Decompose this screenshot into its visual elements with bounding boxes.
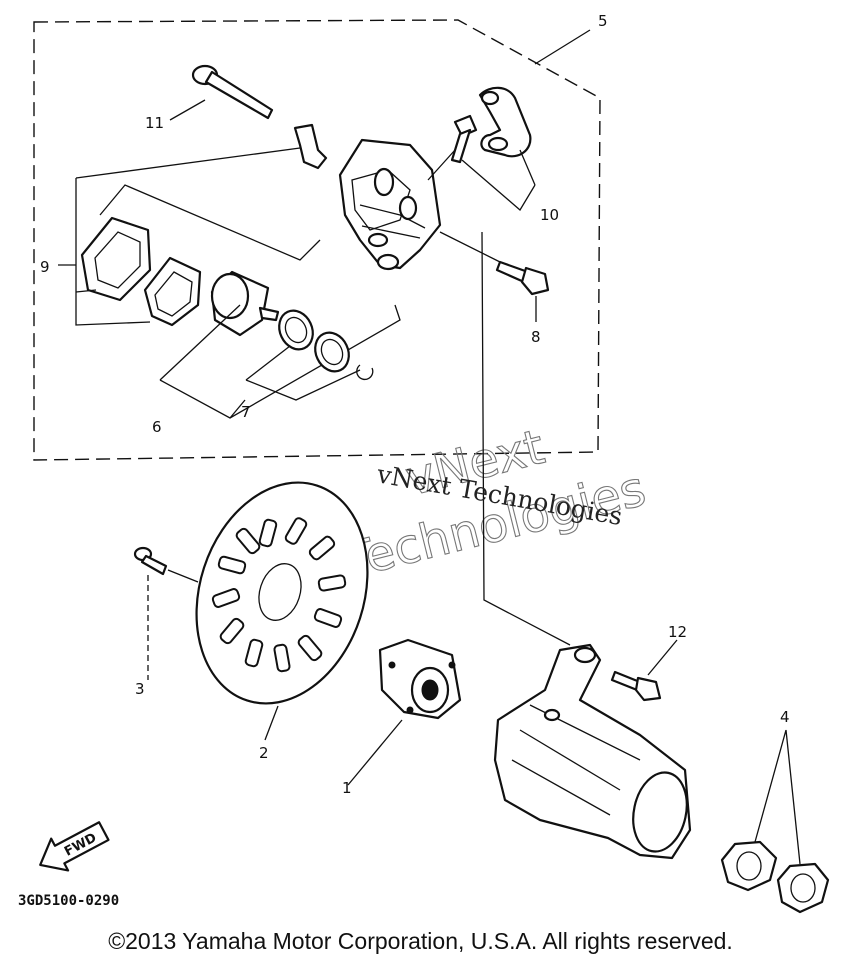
copyright-notice: ©2013 Yamaha Motor Corporation, U.S.A. A… xyxy=(108,928,733,954)
part-10-bracket xyxy=(450,86,532,164)
callout-6: 6 xyxy=(152,418,162,436)
callout-5: 5 xyxy=(598,12,608,30)
callout-12: 12 xyxy=(668,623,687,641)
part-7-seals xyxy=(278,309,374,381)
part-2-disc-rotor xyxy=(195,481,369,705)
part-9-brake-pads xyxy=(80,216,202,327)
assembly-boundary xyxy=(33,19,601,461)
part-code: 3GD5100-0290 xyxy=(18,893,119,909)
callout-7: 7 xyxy=(241,403,251,421)
callout-1: 1 xyxy=(342,779,352,797)
part-6-piston xyxy=(210,270,280,337)
part-clip xyxy=(293,123,328,170)
part-3-rotor-bolt xyxy=(133,546,168,576)
callout-11: 11 xyxy=(145,114,164,132)
part-4-nuts xyxy=(720,840,830,914)
fwd-arrow-icon: FWD xyxy=(39,821,110,872)
callout-3: 3 xyxy=(135,680,145,698)
caliper-body xyxy=(338,138,442,271)
part-8-bolt xyxy=(495,260,550,296)
callout-9: 9 xyxy=(40,258,50,276)
part-11-slide-pin xyxy=(191,64,274,120)
part-1-hub xyxy=(378,638,462,720)
part-caliper-bracket xyxy=(493,643,692,860)
callout-8: 8 xyxy=(531,328,541,346)
callout-10: 10 xyxy=(540,206,559,224)
callout-4: 4 xyxy=(780,708,790,726)
part-12-bolt xyxy=(610,670,662,702)
callout-2: 2 xyxy=(259,744,269,762)
